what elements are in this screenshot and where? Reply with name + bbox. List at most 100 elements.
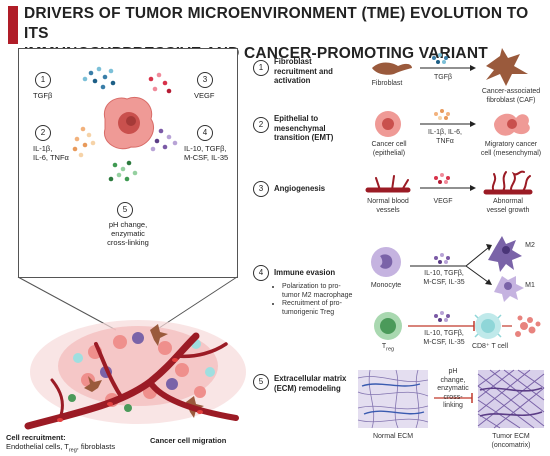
treg-arrow-dots xyxy=(434,311,450,322)
m1-macrophage xyxy=(494,276,524,302)
panel-num-3: 3 xyxy=(197,72,213,88)
panel-label-5-line-2: enzymatic xyxy=(111,229,145,238)
step-5-arrow-label-line-4: cross- xyxy=(443,393,463,401)
treg-cell xyxy=(374,312,402,340)
cell-recruitment-detail: Endothelial cells, Treg, fibroblasts xyxy=(6,442,115,456)
step-5-arrow-label-line-2: change, xyxy=(440,376,466,384)
step-4-heading: Immune evasion xyxy=(274,268,336,277)
panel-label-1: TGFβ xyxy=(33,91,53,100)
panel-label-2-line-1: IL-1β, xyxy=(33,144,53,153)
step-4-bullets: Polarization to pro-tumor M2 macrophage … xyxy=(272,283,366,317)
central-cancer-cell xyxy=(103,97,154,150)
title-accent-bar xyxy=(8,6,18,44)
step-5-arrow-label-line-1: pH xyxy=(448,368,458,375)
fibroblast-cell xyxy=(372,62,412,75)
step-1-arrow-label: TGFβ xyxy=(433,74,453,81)
il10-dots xyxy=(150,128,178,152)
caf-cell xyxy=(486,48,528,86)
step-4-bullet-1-line-1: Polarization to pro- xyxy=(282,283,341,290)
step-1-heading: Fibroblast recruitment and activation xyxy=(274,57,333,86)
step-4-bullet-2: Recruitment of pro-tumorigenic Treg xyxy=(282,300,366,317)
m2-macrophage xyxy=(488,236,522,272)
step-5-heading: Extracellular matrix (ECM) remodeling xyxy=(274,374,346,393)
mesenchymal-label-line-2: cell (mesenchymal) xyxy=(480,149,542,157)
epithelial-label-line-1: Cancer cell xyxy=(371,141,407,148)
step-2-heading-line-3: transition (EMT) xyxy=(274,133,334,142)
normal-ecm xyxy=(357,369,429,429)
step-3-num: 3 xyxy=(253,181,269,197)
step-4-treg-arrow-label: IL-10, TGFβ, M-CSF, IL-35 xyxy=(418,330,470,347)
panel-num-5: 5 xyxy=(117,202,133,218)
tumor-ecm-label-line-2: (oncomatrix) xyxy=(491,441,531,449)
step-1-num: 1 xyxy=(253,60,269,76)
epithelial-label-line-2: (epithelial) xyxy=(372,149,406,157)
cell-recruitment-label: Cell recruitment: Endothelial cells, Tre… xyxy=(6,433,115,456)
cell-recruitment-title: Cell recruitment: xyxy=(6,433,66,442)
ph-dots xyxy=(108,160,138,182)
step-4-num: 4 xyxy=(253,265,269,281)
abnormal-vessels-label-line-1: Abnormal xyxy=(493,198,523,205)
recruit-detail-suffix: , fibroblasts xyxy=(76,442,116,451)
recruit-detail-sub: reg xyxy=(68,447,77,454)
treg-label-main: T xyxy=(381,343,387,350)
il10-arrow-dots xyxy=(434,253,450,264)
abnormal-vessels xyxy=(483,170,533,195)
normal-vessels-label: Normal blood vessels xyxy=(360,198,416,215)
panel-label-4-line-1: IL-10, TGFβ, xyxy=(184,144,227,153)
step-2-heading-line-1: Epithelial to xyxy=(274,114,319,123)
step-5-heading-line-2: (ECM) remodeling xyxy=(274,383,341,393)
step-5-num: 5 xyxy=(253,374,269,390)
vegf-arrow-dots xyxy=(434,173,450,184)
step-1-heading-line-3: activation xyxy=(274,76,311,85)
mesenchymal-label: Migratory cancer cell (mesenchymal) xyxy=(474,141,548,158)
normal-ecm-label: Normal ECM xyxy=(372,433,414,440)
caf-label-line-2: fibroblast (CAF) xyxy=(486,96,536,104)
il-arrow-dots xyxy=(434,109,450,120)
panel-label-4: IL-10, TGFβ, M-CSF, IL-35 xyxy=(184,144,228,162)
panel-num-2: 2 xyxy=(35,125,51,141)
tumor-ecm-label: Tumor ECM (oncomatrix) xyxy=(476,433,546,450)
panel-num-4: 4 xyxy=(197,125,213,141)
step-3-heading: Angiogenesis xyxy=(274,184,326,193)
step-4-arrow-label: IL-10, TGFβ, M-CSF, IL-35 xyxy=(418,270,470,287)
normal-vessels-label-line-2: vessels xyxy=(376,206,400,214)
step-5-arrow-label-line-3: enzymatic xyxy=(437,385,469,392)
m1-label: M1 xyxy=(525,282,535,289)
normal-vessels-label-line-1: Normal blood xyxy=(367,198,409,205)
step-2-heading-line-2: mesenchymal xyxy=(274,123,326,133)
abnormal-vessels-label-line-2: vessel growth xyxy=(486,206,530,214)
cd8-label: CD8⁺ T cell xyxy=(471,343,509,350)
zoom-panel: 1 TGFβ 2 IL-1β, IL-6, TNFα 3 VEGF 4 IL-1… xyxy=(18,48,238,278)
title-line-1: DRIVERS OF TUMOR MICROENVIRONMENT (TME) … xyxy=(24,5,529,42)
step-4-treg-arrow-label-line-1: IL-10, TGFβ, xyxy=(424,330,464,337)
panel-label-5-line-3: cross-linking xyxy=(107,238,149,247)
step-1-heading-line-1: Fibroblast xyxy=(274,57,312,66)
step-4-bullet-2-line-2: tumorigenic Treg xyxy=(282,308,335,316)
central-cancer-cell-graphic xyxy=(72,66,178,182)
tgfb-arrow-dots xyxy=(432,53,448,64)
panel-label-5: pH change, enzymatic cross-linking xyxy=(103,220,153,247)
cd8-t-cell xyxy=(474,313,502,339)
step-5-arrow-label: pH change, enzymatic cross- linking xyxy=(434,368,472,411)
panel-label-5-line-1: pH change, xyxy=(108,220,148,229)
step-4-arrow-label-line-2: M-CSF, IL-35 xyxy=(423,278,465,286)
panel-label-3: VEGF xyxy=(194,91,215,100)
panel-num-1: 1 xyxy=(35,72,51,88)
m2-label: M2 xyxy=(525,242,535,249)
step-4-bullet-1-line-2: tumor M2 macrophage xyxy=(282,291,353,299)
epithelial-label: Cancer cell (epithelial) xyxy=(364,141,414,158)
step-5-heading-line-1: Extracellular matrix xyxy=(274,374,347,383)
step-2-num: 2 xyxy=(253,117,269,133)
target-tumor-cell xyxy=(515,315,541,337)
monocyte-cell xyxy=(371,247,401,277)
epithelial-cancer-cell xyxy=(375,111,401,137)
cancer-cell-migration-label: Cancer cell migration xyxy=(150,436,227,445)
step-1-heading-line-2: recruitment and xyxy=(274,66,333,76)
step-2-arrow-label-line-1: IL-1β, IL-6, xyxy=(428,129,462,136)
vegf-dots xyxy=(148,72,172,94)
